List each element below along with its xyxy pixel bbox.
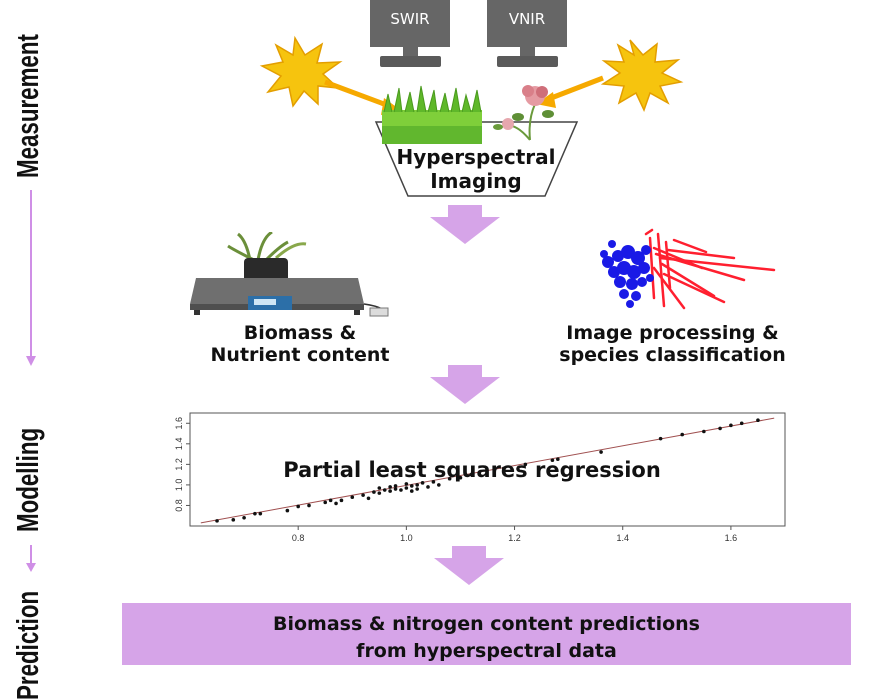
- data-point: [756, 418, 760, 422]
- data-point: [415, 483, 419, 487]
- x-tick-label: 1.0: [400, 533, 413, 543]
- x-tick-label: 0.8: [292, 533, 305, 543]
- prediction-result-box: Biomass & nitrogen content predictions f…: [122, 603, 851, 665]
- stage-line-2-arrowhead: [26, 563, 36, 572]
- y-tick-label: 0.8: [174, 499, 184, 512]
- hyperspectral-line2: Imaging: [351, 170, 601, 194]
- data-point: [680, 433, 684, 437]
- data-point: [383, 488, 387, 492]
- data-point: [378, 491, 382, 495]
- data-point: [372, 490, 376, 494]
- data-point: [415, 487, 419, 491]
- data-point: [296, 505, 300, 509]
- data-point: [426, 485, 430, 489]
- grass-icon: [382, 86, 482, 144]
- data-point: [286, 509, 290, 513]
- light-sources: [0, 0, 875, 230]
- data-point: [394, 487, 398, 491]
- data-point: [410, 484, 414, 488]
- data-point: [253, 512, 257, 516]
- biomass-line1: Biomass &: [170, 322, 430, 344]
- species-classification-map: [594, 228, 794, 312]
- flow-arrow-2: [428, 365, 502, 405]
- prediction-result-text: Biomass & nitrogen content predictions f…: [122, 611, 851, 665]
- result-line2: from hyperspectral data: [122, 638, 851, 665]
- regression-title: Partial least squares regression: [283, 458, 661, 482]
- data-point: [410, 489, 414, 493]
- data-point: [599, 450, 603, 454]
- y-tick-label: 1.6: [174, 417, 184, 430]
- x-tick-label: 1.4: [616, 533, 629, 543]
- weighing-scale-icon: [188, 232, 403, 327]
- data-point: [437, 483, 441, 487]
- data-point: [702, 430, 706, 434]
- data-point: [405, 482, 409, 486]
- y-tick-label: 1.0: [174, 479, 184, 492]
- data-point: [378, 486, 382, 490]
- right-sun-icon: [603, 40, 681, 110]
- hyperspectral-imaging-caption: Hyperspectral Imaging: [351, 146, 601, 193]
- data-point: [329, 499, 333, 503]
- data-point: [350, 495, 354, 499]
- data-point: [323, 501, 327, 505]
- image-proc-line1: Image processing &: [500, 322, 845, 344]
- data-point: [718, 427, 722, 431]
- data-point: [729, 424, 733, 428]
- biomass-nutrient-caption: Biomass & Nutrient content: [170, 322, 430, 367]
- data-point: [242, 516, 246, 520]
- data-point: [367, 496, 371, 500]
- hyperspectral-line1: Hyperspectral: [351, 146, 601, 170]
- data-point: [405, 486, 409, 490]
- data-point: [340, 499, 344, 503]
- result-line1: Biomass & nitrogen content predictions: [122, 611, 851, 638]
- x-tick-label: 1.2: [508, 533, 521, 543]
- data-point: [307, 504, 311, 508]
- image-proc-line2: species classification: [500, 344, 845, 366]
- regression-chart: 0.8 1.0 1.2 1.4 1.6 0.8 1.0 1.2 1.4 1.6 Partial l…: [150, 405, 790, 550]
- flow-arrow-3: [432, 546, 506, 586]
- left-sun-icon: [262, 38, 340, 106]
- x-tick-label: 1.6: [725, 533, 738, 543]
- data-point: [388, 485, 392, 489]
- flow-arrow-1: [428, 205, 502, 245]
- data-point: [231, 518, 235, 522]
- data-point: [388, 489, 392, 493]
- image-processing-caption: Image processing & species classificatio…: [500, 322, 845, 367]
- data-point: [215, 519, 219, 523]
- data-point: [361, 493, 365, 497]
- stage-line-1-arrowhead: [26, 356, 36, 366]
- data-point: [259, 512, 263, 516]
- data-point: [659, 437, 663, 441]
- y-tick-label: 1.2: [174, 458, 184, 471]
- y-tick-label: 1.4: [174, 438, 184, 451]
- biomass-line2: Nutrient content: [170, 344, 430, 366]
- data-point: [399, 488, 403, 492]
- data-point: [394, 484, 398, 488]
- data-point: [740, 421, 744, 425]
- data-point: [334, 502, 338, 506]
